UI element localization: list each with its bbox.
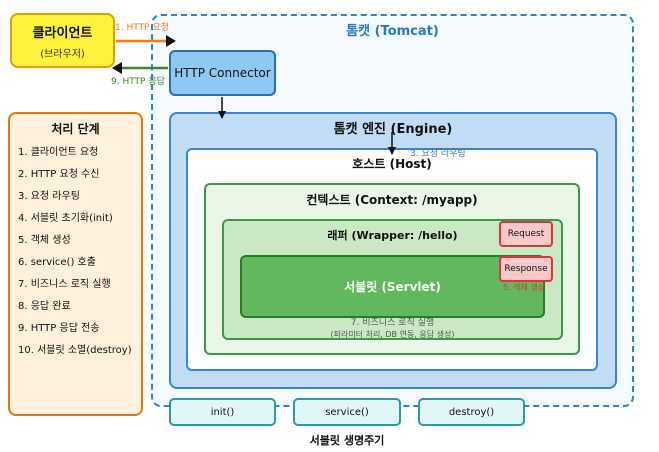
engine-title: 톰캣 엔진 (Engine) <box>333 122 453 137</box>
response-object[interactable]: Response <box>499 256 553 282</box>
step-item: 7. 비즈니스 로직 실행 <box>18 279 111 290</box>
client-title: 클라이언트 <box>32 25 93 41</box>
routing-label: 3. 요청 라우팅 <box>410 149 466 159</box>
steps-list: 1. 클라이언트 요청 2. HTTP 요청 수신 3. 요청 라우팅 4. 서… <box>18 146 143 366</box>
servlet-node[interactable]: 서블릿 (Servlet) <box>240 255 545 318</box>
lifecycle-title: 서블릿 생명주기 <box>309 434 385 447</box>
step-item: 8. 응답 완료 <box>18 301 71 312</box>
client-node[interactable]: 클라이언트 (브라우저) <box>10 13 115 68</box>
step-item: 1. 클라이언트 요청 <box>18 147 99 158</box>
client-subtitle: (브라우저) <box>40 48 85 60</box>
http-connector-node[interactable]: HTTP Connector <box>169 50 276 96</box>
business-logic-label: 7. 비즈니스 로직 실행 <box>350 318 435 328</box>
object-creation-label: 5. 객체 생성 <box>503 283 546 292</box>
lifecycle-service-box[interactable]: service() <box>293 398 401 426</box>
context-title: 컨텍스트 (Context: /myapp) <box>306 193 478 207</box>
wrapper-title: 래퍼 (Wrapper: /hello) <box>327 229 458 242</box>
step-item: 5. 객체 생성 <box>18 235 71 246</box>
response-arrow-head <box>112 62 122 74</box>
lifecycle-init-box[interactable]: init() <box>169 398 276 426</box>
request-label: 1. HTTP 요청 <box>115 23 169 33</box>
steps-panel-title: 처리 단계 <box>51 122 100 136</box>
step-item: 9. HTTP 응답 전송 <box>18 323 100 334</box>
steps-panel <box>8 112 143 416</box>
request-object[interactable]: Request <box>499 221 553 247</box>
step-item: 3. 요청 라우팅 <box>18 191 80 202</box>
step-item: 6. service() 호출 <box>18 257 96 268</box>
step-item: 10. 서블릿 소멸(destroy) <box>18 345 132 356</box>
request-arrow-head <box>166 35 176 47</box>
business-logic-sublabel: (파라미터 처리, DB 연동, 응답 생성) <box>330 330 455 339</box>
step-item: 4. 서블릿 초기화(init) <box>18 213 113 224</box>
host-title: 호스트 (Host) <box>352 157 432 171</box>
step-item: 2. HTTP 요청 수신 <box>18 169 100 180</box>
lifecycle-destroy-box[interactable]: destroy() <box>418 398 525 426</box>
response-label: 9. HTTP 응답 <box>111 77 165 87</box>
tomcat-title: 톰캣 (Tomcat) <box>346 24 439 39</box>
